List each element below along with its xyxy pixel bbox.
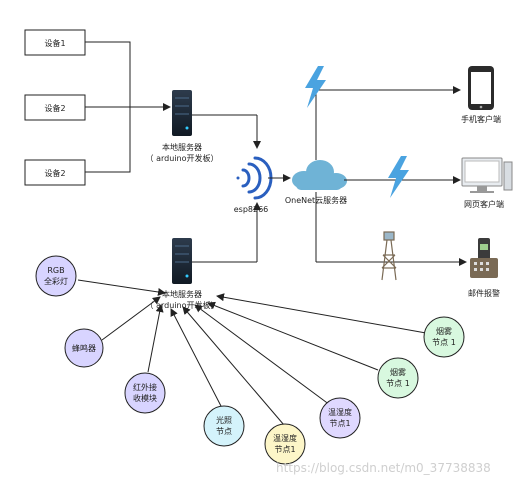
sensor-smoke2-line1: 烟雾 <box>436 327 452 336</box>
lightning-icon-web <box>388 156 409 198</box>
sensor-rgb-line2: 全彩灯 <box>44 276 68 286</box>
sensor-node-infrared: 红外接 收模块 <box>124 372 166 414</box>
sensor-humidity1-line1: 温湿度 <box>273 433 297 443</box>
sensor-light-line1: 光照 <box>216 415 232 425</box>
server-top-line2: （ arduino开发板） <box>146 153 219 163</box>
sensor-node-light: 光照 节点 <box>203 405 245 447</box>
telephone-alarm-icon <box>470 238 498 278</box>
sensor-smoke2-line2: 节点 1 <box>432 338 456 347</box>
esp8266-label: esp8266 <box>234 205 269 214</box>
device-box-3: 设备2 <box>24 159 86 186</box>
cloud-icon <box>292 160 347 190</box>
sensor-node-rgb: RGB 全彩灯 <box>35 255 77 297</box>
sensor-humidity2-line2: 节点1 <box>329 419 350 428</box>
sensor-node-buzzer: 蜂鸣器 <box>64 328 104 368</box>
device-label-1: 设备1 <box>44 38 65 48</box>
device-connectors <box>85 41 171 173</box>
signal-tower-icon <box>381 231 397 281</box>
sensor-light-line2: 节点 <box>216 427 232 436</box>
sensor-node-humidity-2: 温湿度 节点1 <box>319 397 361 439</box>
device-box-2: 设备2 <box>24 94 86 121</box>
sensor-humidity2-line1: 温湿度 <box>328 407 352 417</box>
desktop-computer-icon <box>461 157 513 193</box>
sensor-node-humidity-1: 温湿度 节点1 <box>264 423 306 465</box>
sensor-infrared-line2: 收模块 <box>133 393 157 403</box>
sensor-smoke1-line2: 节点 1 <box>386 379 410 388</box>
watermark: https://blog.csdn.net/m0_37738838 <box>276 461 491 475</box>
sensor-arrows <box>77 279 427 426</box>
mail-alarm-label: 邮件报警 <box>468 288 500 298</box>
lightning-icon-phone <box>305 66 326 108</box>
sensor-rgb-line1: RGB <box>47 266 64 275</box>
server-top-line1: 本地服务器 <box>162 142 202 152</box>
web-client-label: 网页客户端 <box>464 199 504 209</box>
device-box-1: 设备1 <box>24 29 86 56</box>
phone-client-label: 手机客户端 <box>461 114 501 124</box>
sensor-humidity1-line2: 节点1 <box>274 445 295 454</box>
sensor-buzzer-line1: 蜂鸣器 <box>72 343 96 353</box>
sensor-infrared-line1: 红外接 <box>133 382 157 392</box>
wifi-icon <box>236 156 273 200</box>
server-bottom-line1: 本地服务器 <box>162 289 202 299</box>
mobile-phone-icon <box>468 66 494 110</box>
local-server-top: 本地服务器 （ arduino开发板） <box>146 90 219 163</box>
device-label-2: 设备2 <box>44 103 65 113</box>
device-label-3: 设备2 <box>44 168 65 178</box>
sensor-smoke1-line1: 烟雾 <box>390 368 406 377</box>
server-bottom-line2: （ arduino开发板） <box>146 300 219 310</box>
sensor-node-smoke-2: 烟雾 节点 1 <box>423 316 465 358</box>
sensor-node-smoke-1: 烟雾 节点 1 <box>377 357 419 399</box>
local-server-bottom: 本地服务器 （ arduino开发板） <box>146 238 219 310</box>
